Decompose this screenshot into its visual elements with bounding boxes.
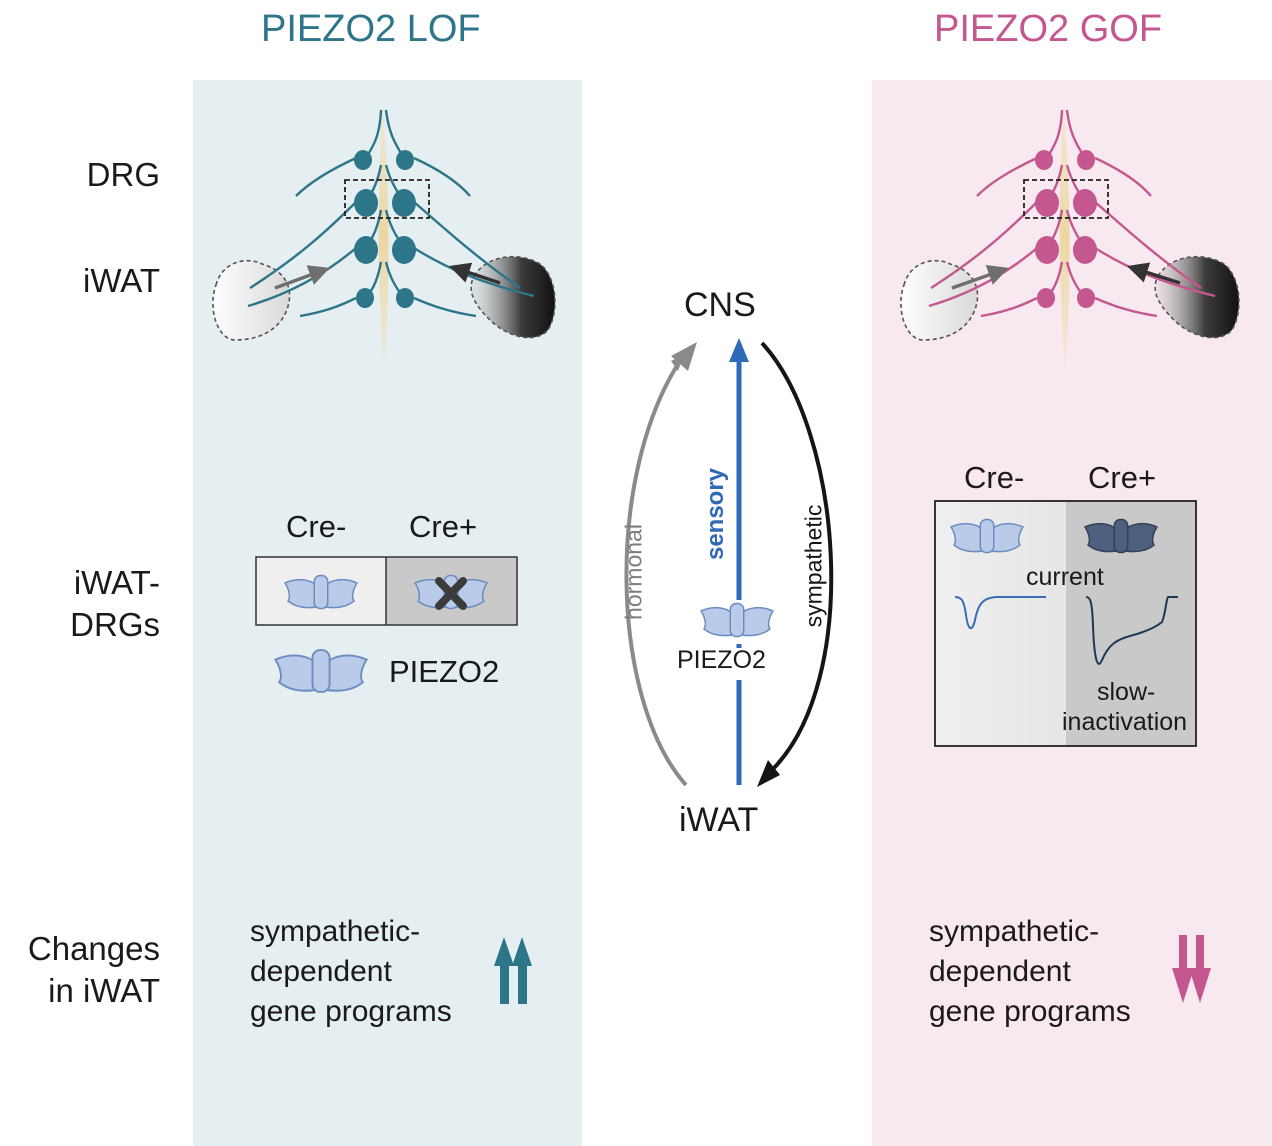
sensory-arrowhead [729,338,749,362]
lof-piezo2-legend-label: PIEZO2 [389,654,500,689]
hormonal-arrowhead [671,342,697,371]
piezo2-channel-icon [1084,518,1158,554]
lof-drg-illustration [212,100,556,372]
piezo2-legend-icon [274,649,368,693]
lof-changes-line-1: sympathetic- [250,915,421,948]
double-arrow-up-icon [494,937,532,1004]
lof-cre-minus-label: Cre- [286,509,347,544]
x-mark-icon [435,577,467,610]
sympathetic-label: sympathetic [800,504,827,628]
cre-minus-current-trace [954,596,1046,630]
center-iwat-label: iWAT [679,801,759,839]
lof-changes-line-3: gene programs [250,995,452,1028]
row-label-iwat: iWAT [83,262,160,299]
gof-changes-line-1: sympathetic- [929,915,1100,948]
cre-plus-current-trace [1085,596,1178,665]
gof-cre-plus-label: Cre+ [1088,460,1157,495]
row-label-changes-1: Changes [27,930,160,967]
double-arrow-down-icon [1172,935,1211,1003]
row-label-iwat-drgs-1: iWAT- [73,564,160,601]
gof-cre-box [934,500,1197,747]
gof-slow-label-2: inactivation [1062,708,1188,736]
gof-current-label: current [1026,563,1104,591]
lof-changes-line-2: dependent [250,955,392,988]
piezo2-channel-icon [284,574,358,610]
cns-label: CNS [684,286,756,324]
gof-cre-minus-label: Cre- [964,460,1025,495]
gof-changes-line-2: dependent [929,955,1071,988]
sympathetic-arrowhead [757,760,780,787]
piezo2-channel-icon [950,518,1024,554]
gof-changes-line-3: gene programs [929,995,1131,1028]
hormonal-arrow [624,353,688,787]
row-label-iwat-drgs-2: DRGs [70,606,160,643]
sympathetic-arrow [760,341,834,772]
lof-title: PIEZO2 LOF [261,8,481,50]
gof-title: PIEZO2 GOF [934,8,1163,50]
gof-drg-illustration [900,100,1240,372]
row-label-drg: DRG [86,156,160,193]
lof-cre-plus-label: Cre+ [409,509,478,544]
piezo2-channel-icon [700,602,774,638]
row-label-changes-2: in iWAT [48,972,160,1009]
hormonal-label: hormonal [620,524,647,620]
gof-slow-label-1: slow- [1097,678,1156,706]
sensory-label: sensory [702,467,729,561]
center-piezo2-label: PIEZO2 [677,646,766,674]
